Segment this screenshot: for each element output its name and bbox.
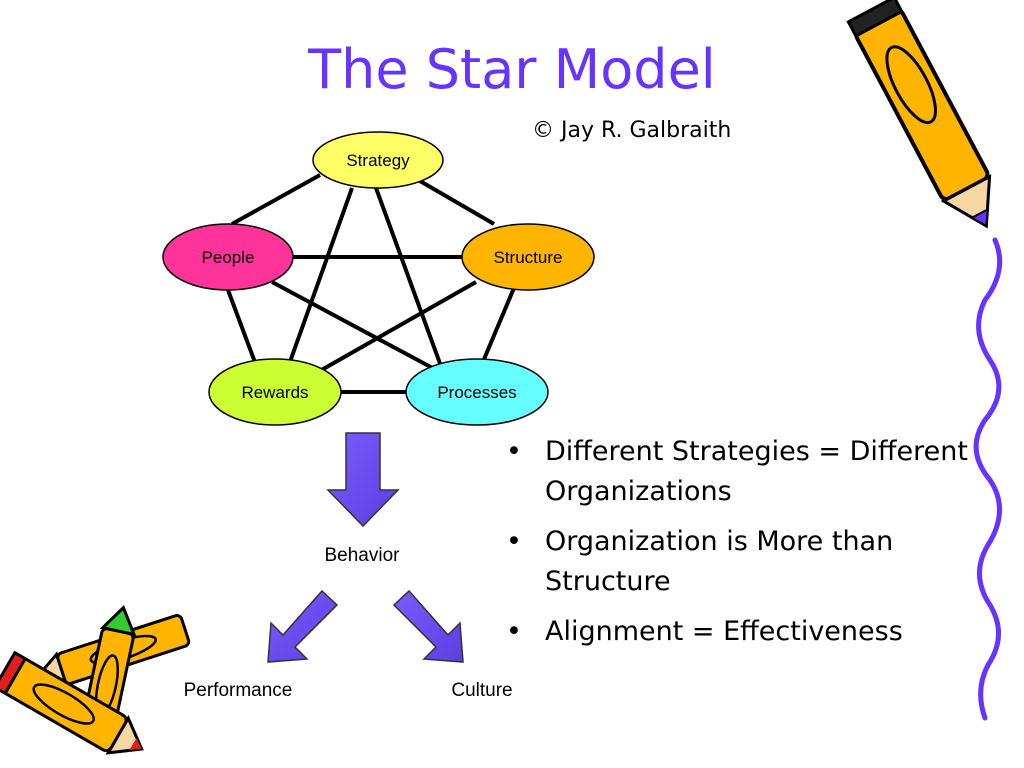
connector-strategy-rewards [284, 187, 354, 374]
connector-people-rewards [226, 289, 258, 366]
node-structure-label: Structure [494, 248, 563, 267]
node-strategy-shape [312, 131, 444, 189]
node-structure: Structure [461, 223, 595, 291]
node-people-label: People [202, 248, 255, 267]
bullet-list: Different Strategies = Different Organiz… [500, 432, 980, 662]
connector-structure-processes [480, 287, 516, 365]
node-strategy: Strategy [312, 131, 444, 189]
node-people-shape [162, 223, 294, 291]
star-connectors [226, 173, 516, 394]
performance-label: Performance [184, 680, 293, 701]
copyright-text: © Jay R. Galbraith [532, 118, 732, 143]
bullet-item: Alignment = Effectiveness [500, 612, 980, 652]
node-processes-label: Processes [437, 383, 516, 402]
bullet-item: Different Strategies = Different Organiz… [500, 432, 980, 512]
node-people: People [162, 223, 294, 291]
node-strategy-label: Strategy [346, 151, 410, 170]
connector-people-processes [271, 280, 441, 374]
slide-title: The Star Model [308, 38, 716, 101]
down-arrow-icon [326, 432, 400, 528]
decorative-wave-line [973, 237, 1003, 721]
node-rewards-label: Rewards [241, 383, 308, 402]
arrow-down-right-icon [392, 589, 464, 663]
node-structure-shape [461, 223, 595, 291]
connector-structure-rewards [317, 280, 477, 374]
pencil-top-right-icon [846, 0, 992, 229]
connector-strategy-structure [418, 179, 496, 226]
node-processes-shape [405, 358, 549, 426]
culture-label: Culture [451, 680, 512, 701]
behavior-label: Behavior [325, 545, 401, 566]
connector-strategy-people [231, 173, 321, 226]
node-rewards: Rewards [208, 358, 342, 426]
bullet-item: Organization is More than Structure [500, 522, 980, 602]
node-rewards-shape [208, 358, 342, 426]
pencil-bottom-left-red-icon [0, 650, 144, 755]
node-processes: Processes [405, 358, 549, 426]
arrow-down-left-icon [267, 589, 339, 663]
connector-strategy-processes [374, 187, 444, 370]
